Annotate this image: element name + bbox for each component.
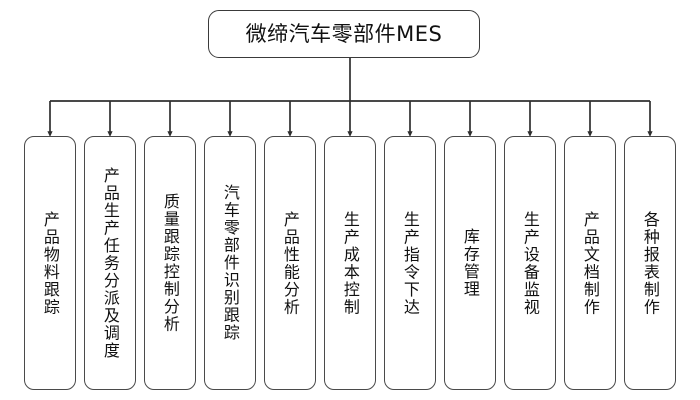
leaf-node-production-order-release[interactable]: 生产指令下达 (384, 136, 436, 390)
leaf-node-label: 产品性能分析 (280, 210, 300, 316)
root-node-label: 微缔汽车零部件MES (245, 21, 443, 46)
leaf-node-label: 生产成本控制 (340, 210, 360, 316)
leaf-node-label: 质量跟踪控制分析 (160, 193, 180, 333)
leaf-node-product-document-creation[interactable]: 产品文档制作 (564, 136, 616, 390)
leaf-node-production-cost-control[interactable]: 生产成本控制 (324, 136, 376, 390)
root-node-mes[interactable]: 微缔汽车零部件MES (208, 10, 480, 58)
leaf-node-equipment-monitoring[interactable]: 生产设备监视 (504, 136, 556, 390)
leaf-node-label: 生产设备监视 (520, 210, 540, 316)
leaf-node-label: 各种报表制作 (640, 210, 660, 316)
leaf-node-label: 产品物料跟踪 (40, 210, 60, 316)
leaf-node-label: 库存管理 (460, 228, 480, 298)
leaf-node-product-performance-analysis[interactable]: 产品性能分析 (264, 136, 316, 390)
leaf-node-material-tracking[interactable]: 产品物料跟踪 (24, 136, 76, 390)
leaf-node-row: 产品物料跟踪 产品生产任务分派及调度 质量跟踪控制分析 汽车零部件识别跟踪 产品… (24, 136, 676, 390)
leaf-node-auto-parts-identification[interactable]: 汽车零部件识别跟踪 (204, 136, 256, 390)
leaf-node-report-generation[interactable]: 各种报表制作 (624, 136, 676, 390)
leaf-node-inventory-management[interactable]: 库存管理 (444, 136, 496, 390)
leaf-node-label: 生产指令下达 (400, 210, 420, 316)
leaf-node-label: 汽车零部件识别跟踪 (220, 184, 240, 342)
leaf-node-production-task-dispatch[interactable]: 产品生产任务分派及调度 (84, 136, 136, 390)
leaf-node-label: 产品生产任务分派及调度 (100, 166, 120, 360)
leaf-node-quality-tracking-control[interactable]: 质量跟踪控制分析 (144, 136, 196, 390)
leaf-node-label: 产品文档制作 (580, 210, 600, 316)
